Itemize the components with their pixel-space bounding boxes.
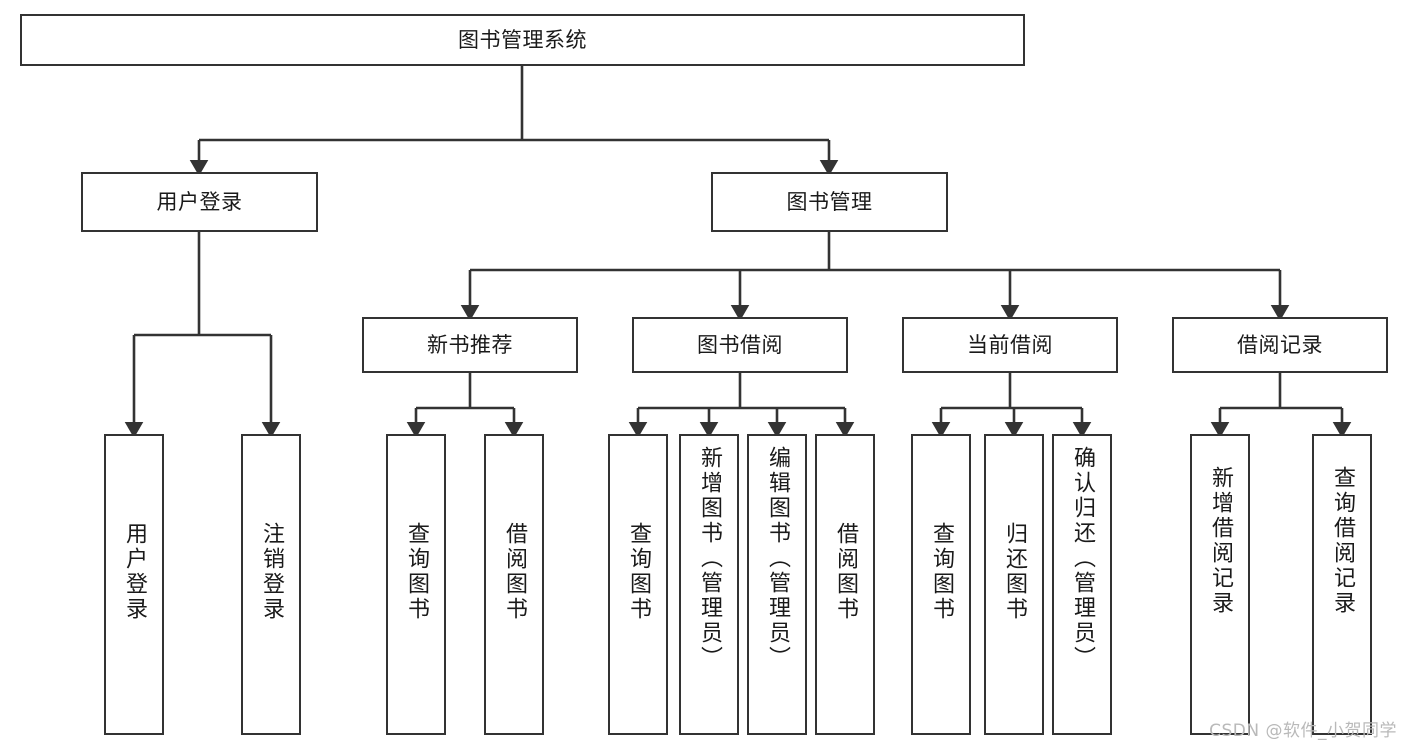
node-book-borrow[interactable]: 图书借阅 xyxy=(632,317,848,373)
node-book-manage-label: 图书管理 xyxy=(786,189,873,214)
node-leaf-user-login-label: 用户登录 xyxy=(121,522,147,622)
node-leaf-add-borrow-record-label: 新增借阅记录 xyxy=(1207,466,1233,616)
node-leaf-return-book-label: 归还图书 xyxy=(1001,522,1027,622)
node-leaf-confirm-return-admin[interactable]: 确认归还（管理员） xyxy=(1052,434,1112,735)
node-book-manage[interactable]: 图书管理 xyxy=(711,172,948,232)
watermark-text: CSDN @软件_小贺同学 xyxy=(1209,721,1397,741)
node-leaf-user-login[interactable]: 用户登录 xyxy=(104,434,164,735)
node-leaf-add-book-admin-label: 新增图书（管理员） xyxy=(696,446,722,671)
node-root-label: 图书管理系统 xyxy=(458,27,587,52)
node-new-book-recommend[interactable]: 新书推荐 xyxy=(362,317,578,373)
node-leaf-borrow-book-1-label: 借阅图书 xyxy=(501,522,527,622)
node-leaf-query-book-3-label: 查询图书 xyxy=(928,522,954,622)
node-leaf-borrow-book-2[interactable]: 借阅图书 xyxy=(815,434,875,735)
node-leaf-query-book-1-label: 查询图书 xyxy=(403,522,429,622)
node-borrow-record-label: 借阅记录 xyxy=(1237,332,1323,357)
node-leaf-query-borrow-record-label: 查询借阅记录 xyxy=(1329,466,1355,616)
node-current-borrow[interactable]: 当前借阅 xyxy=(902,317,1118,373)
node-leaf-confirm-return-admin-label: 确认归还（管理员） xyxy=(1069,446,1095,671)
node-leaf-query-book-1[interactable]: 查询图书 xyxy=(386,434,446,735)
node-leaf-query-book-3[interactable]: 查询图书 xyxy=(911,434,971,735)
node-root[interactable]: 图书管理系统 xyxy=(20,14,1025,66)
node-leaf-borrow-book-1[interactable]: 借阅图书 xyxy=(484,434,544,735)
node-user-login[interactable]: 用户登录 xyxy=(81,172,318,232)
node-leaf-add-book-admin[interactable]: 新增图书（管理员） xyxy=(679,434,739,735)
node-leaf-add-borrow-record[interactable]: 新增借阅记录 xyxy=(1190,434,1250,735)
node-leaf-query-book-2[interactable]: 查询图书 xyxy=(608,434,668,735)
node-leaf-user-logout[interactable]: 注销登录 xyxy=(241,434,301,735)
node-leaf-edit-book-admin[interactable]: 编辑图书（管理员） xyxy=(747,434,807,735)
node-book-borrow-label: 图书借阅 xyxy=(697,332,783,357)
node-borrow-record[interactable]: 借阅记录 xyxy=(1172,317,1388,373)
node-leaf-edit-book-admin-label: 编辑图书（管理员） xyxy=(764,446,790,671)
node-leaf-query-book-2-label: 查询图书 xyxy=(625,522,651,622)
node-leaf-query-borrow-record[interactable]: 查询借阅记录 xyxy=(1312,434,1372,735)
node-leaf-return-book[interactable]: 归还图书 xyxy=(984,434,1044,735)
node-user-login-label: 用户登录 xyxy=(156,189,243,214)
node-leaf-borrow-book-2-label: 借阅图书 xyxy=(832,522,858,622)
node-current-borrow-label: 当前借阅 xyxy=(967,332,1053,357)
node-new-book-recommend-label: 新书推荐 xyxy=(427,332,513,357)
node-leaf-user-logout-label: 注销登录 xyxy=(258,522,284,622)
